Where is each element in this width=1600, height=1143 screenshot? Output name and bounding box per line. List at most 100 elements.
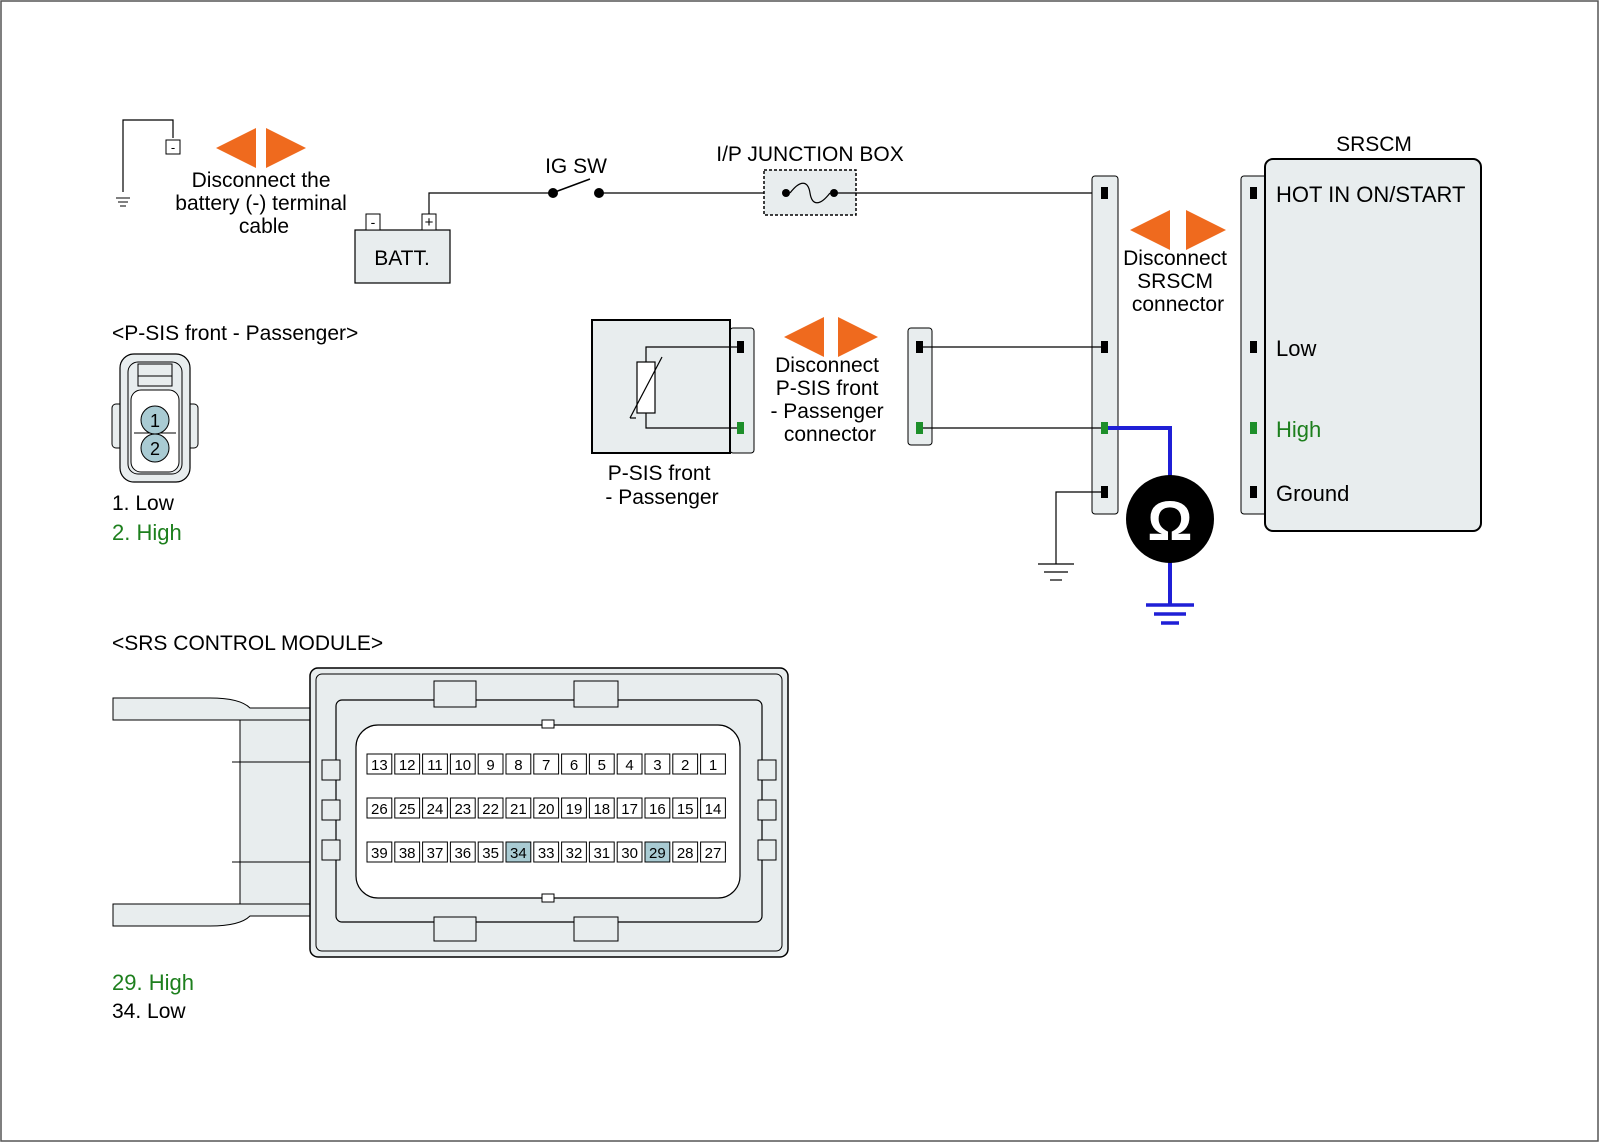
srs-pin-14: 14 bbox=[700, 797, 726, 819]
srs-pin-label: 24 bbox=[427, 801, 444, 818]
srs-pin-label: 19 bbox=[566, 801, 583, 818]
srscm-pin-ground: Ground bbox=[1276, 481, 1349, 506]
srs-pin-32: 32 bbox=[561, 841, 587, 863]
srs-pin-label: 15 bbox=[677, 801, 694, 818]
psis-sensor bbox=[591, 319, 755, 454]
srs-pin-8: 8 bbox=[505, 753, 532, 775]
srs-pin-label: 4 bbox=[625, 757, 633, 774]
srs-pin-39: 39 bbox=[366, 841, 393, 863]
fuse-icon bbox=[789, 182, 831, 204]
srs-pin-18: 18 bbox=[588, 797, 615, 819]
battery: - + BATT. bbox=[354, 213, 451, 284]
srs-pin-35: 35 bbox=[477, 841, 504, 863]
srs-pin-21: 21 bbox=[505, 797, 532, 819]
srs-pin-label: 11 bbox=[427, 757, 443, 774]
srscm-pin-high: High bbox=[1276, 417, 1321, 442]
psis-note: Disconnect P-SIS front - Passenger conne… bbox=[770, 354, 889, 446]
junction-box-label: I/P JUNCTION BOX bbox=[716, 143, 903, 166]
srs-pin-label: 38 bbox=[399, 845, 416, 862]
srs-pin-19: 19 bbox=[561, 797, 587, 819]
srs-pin-label: 14 bbox=[705, 801, 722, 818]
ig-switch: IG SW bbox=[545, 155, 607, 198]
srs-pin-15: 15 bbox=[672, 797, 699, 819]
battery-label: BATT. bbox=[374, 247, 430, 270]
srs-pin-label: 1 bbox=[709, 757, 717, 774]
srs-pin-label: 26 bbox=[371, 801, 388, 818]
srscm-harness-connector bbox=[1091, 175, 1119, 515]
srs-pin-label: 34 bbox=[510, 845, 527, 862]
srs-pin-36: 36 bbox=[449, 841, 476, 863]
srs-pin-1: 1 bbox=[700, 753, 726, 775]
srs-pin-12: 12 bbox=[394, 753, 421, 775]
psis-sensor-label: P-SIS front - Passenger bbox=[605, 462, 718, 509]
srs-legend-high: 29. High bbox=[112, 970, 194, 995]
srscm-title: SRSCM bbox=[1336, 133, 1412, 156]
srs-pin-label: 18 bbox=[593, 801, 610, 818]
srscm-pin-low: Low bbox=[1276, 336, 1316, 361]
chassis-ground bbox=[1038, 491, 1101, 581]
srs-pin-20: 20 bbox=[533, 797, 560, 819]
srs-pin-label: 30 bbox=[621, 845, 638, 862]
srs-pin-label: 25 bbox=[399, 801, 416, 818]
srscm-module: SRSCM HOT IN ON/START Low High Ground bbox=[1240, 133, 1482, 532]
srs-pin-label: 31 bbox=[593, 845, 610, 862]
srs-pin-label: 3 bbox=[653, 757, 661, 774]
ohm-meter-icon: Ω bbox=[1148, 489, 1193, 552]
srs-pin-label: 33 bbox=[538, 845, 555, 862]
srs-pin-label: 8 bbox=[514, 757, 522, 774]
srs-pin-9: 9 bbox=[477, 753, 504, 775]
srs-pin-label: 28 bbox=[677, 845, 694, 862]
srs-pin-3: 3 bbox=[644, 753, 671, 775]
battery-minus-terminal: - bbox=[371, 214, 376, 230]
srs-pin-label: 23 bbox=[454, 801, 471, 818]
psis-harness-connector bbox=[907, 327, 1101, 446]
srs-pin-7: 7 bbox=[533, 753, 560, 775]
srs-pin-label: 5 bbox=[598, 757, 606, 774]
srs-pin-30: 30 bbox=[616, 841, 643, 863]
srs-pin-label: 2 bbox=[681, 757, 689, 774]
psis-pin-2: 2 bbox=[150, 439, 160, 459]
srs-pin-label: 35 bbox=[482, 845, 499, 862]
srs-pin-label: 21 bbox=[510, 801, 527, 818]
srs-pin-29: 29 bbox=[644, 841, 671, 863]
srs-pin-10: 10 bbox=[449, 753, 476, 775]
psis-legend-low: 1. Low bbox=[112, 492, 175, 515]
srs-pin-label: 10 bbox=[454, 757, 471, 774]
junction-box: I/P JUNCTION BOX bbox=[716, 143, 904, 216]
srscm-pin-hot: HOT IN ON/START bbox=[1276, 182, 1465, 207]
srs-pin-31: 31 bbox=[588, 841, 615, 863]
psis-connector-title: <P-SIS front - Passenger> bbox=[112, 322, 358, 345]
srs-pin-label: 13 bbox=[371, 757, 388, 774]
srs-module-title: <SRS CONTROL MODULE> bbox=[112, 632, 383, 655]
srs-pin-label: 9 bbox=[486, 757, 494, 774]
srs-pin-28: 28 bbox=[672, 841, 699, 863]
srs-pin-label: 12 bbox=[399, 757, 416, 774]
srs-pin-25: 25 bbox=[394, 797, 421, 819]
battery-note: Disconnect the battery (-) terminal cabl… bbox=[175, 169, 352, 238]
srs-pin-label: 20 bbox=[538, 801, 555, 818]
srs-pin-17: 17 bbox=[616, 797, 643, 819]
srs-pin-38: 38 bbox=[394, 841, 421, 863]
battery-ground-cable: - bbox=[116, 119, 181, 207]
srs-pin-27: 27 bbox=[700, 841, 726, 863]
srs-pin-label: 39 bbox=[371, 845, 388, 862]
psis-pin-1: 1 bbox=[150, 411, 160, 431]
srs-pin-37: 37 bbox=[422, 841, 448, 863]
srs-pin-label: 27 bbox=[705, 845, 722, 862]
srs-pin-33: 33 bbox=[533, 841, 560, 863]
srs-pin-label: 7 bbox=[542, 757, 550, 774]
battery-plus-terminal: + bbox=[425, 214, 434, 231]
srs-pin-13: 13 bbox=[366, 753, 393, 775]
srs-pin-label: 37 bbox=[427, 845, 444, 862]
srs-pin-22: 22 bbox=[477, 797, 504, 819]
srs-pin-label: 36 bbox=[454, 845, 471, 862]
psis-legend-high: 2. High bbox=[112, 520, 182, 545]
ohmmeter: Ω bbox=[1108, 426, 1214, 625]
srs-pin-23: 23 bbox=[449, 797, 476, 819]
srs-pin-6: 6 bbox=[561, 753, 587, 775]
ig-switch-label: IG SW bbox=[545, 155, 607, 178]
srs-pin-2: 2 bbox=[672, 753, 699, 775]
